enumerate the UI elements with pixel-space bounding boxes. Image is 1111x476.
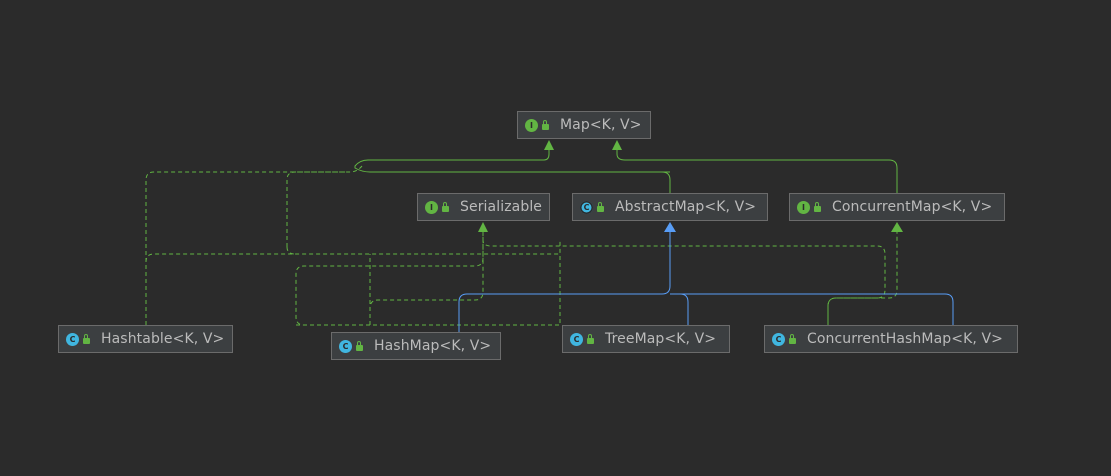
node-map-label: Map<K, V>: [560, 117, 642, 133]
public-visibility-icon: [597, 201, 604, 212]
public-visibility-icon: [83, 333, 90, 344]
public-visibility-icon: [356, 340, 363, 351]
class-icon: C: [339, 339, 352, 353]
edge-hashtable-implements-serializable: [145, 240, 561, 263]
node-concurrent-map-label: ConcurrentMap<K, V>: [832, 199, 993, 215]
node-abstract-map-label: AbstractMap<K, V>: [615, 199, 757, 215]
class-icon: C: [570, 332, 583, 346]
edge-concurrenthashmap-extends-abstractmap: [680, 293, 954, 325]
node-tree-map[interactable]: C TreeMap<K, V>: [562, 325, 730, 353]
public-visibility-icon: [789, 333, 796, 344]
node-concurrent-hash-map[interactable]: C ConcurrentHashMap<K, V>: [764, 325, 1018, 353]
edge-treemap-implements-serializable: [296, 254, 561, 326]
abstract-class-icon: C: [580, 200, 593, 214]
node-hashtable-label: Hashtable<K, V>: [101, 331, 225, 347]
node-map[interactable]: I Map<K, V>: [517, 111, 651, 139]
edge-treemap-extends-abstractmap: [670, 293, 689, 325]
edge-concurrenthashmap-implements-concurrentmap: [827, 232, 898, 325]
node-serializable-label: Serializable: [460, 199, 543, 215]
node-hash-map-label: HashMap<K, V>: [374, 338, 492, 354]
edge-hashtable-implements-map: [145, 165, 363, 325]
edge-hashmap-extends-abstractmap: [458, 232, 671, 333]
edge-hashmap-serializable-2: [369, 232, 484, 325]
node-abstract-map[interactable]: C AbstractMap<K, V>: [572, 193, 768, 221]
public-visibility-icon: [542, 119, 549, 130]
arrowhead-serializable: [478, 222, 488, 232]
interface-icon: I: [797, 200, 810, 214]
public-visibility-icon: [814, 201, 821, 212]
arrowhead-abstract-map: [664, 222, 676, 232]
arrowhead-map-right: [612, 140, 622, 150]
edge-hashmap-implements-map: [286, 171, 371, 325]
arrowhead-map-left: [544, 140, 554, 150]
edge-treemap-serializable-2: [482, 232, 886, 325]
interface-icon: I: [425, 200, 438, 214]
node-hashtable[interactable]: C Hashtable<K, V>: [58, 325, 233, 353]
public-visibility-icon: [442, 201, 449, 212]
edge-hashmap-implements-map-2: [286, 246, 296, 255]
edge-abstractmap-implements-map: [354, 150, 671, 195]
edge-hashmap-implements-serializable: [295, 232, 484, 326]
node-concurrent-hash-map-label: ConcurrentHashMap<K, V>: [807, 331, 1003, 347]
class-icon: C: [66, 332, 79, 346]
node-tree-map-label: TreeMap<K, V>: [605, 331, 717, 347]
node-hash-map[interactable]: C HashMap<K, V>: [331, 332, 501, 360]
node-concurrent-map[interactable]: I ConcurrentMap<K, V>: [789, 193, 1005, 221]
node-serializable[interactable]: I Serializable: [417, 193, 550, 221]
interface-icon: I: [525, 118, 538, 132]
public-visibility-icon: [587, 333, 594, 344]
class-icon: C: [772, 332, 785, 346]
arrowhead-concurrent-map: [891, 222, 903, 232]
edge-concurrentmap-extends-map: [616, 150, 898, 195]
